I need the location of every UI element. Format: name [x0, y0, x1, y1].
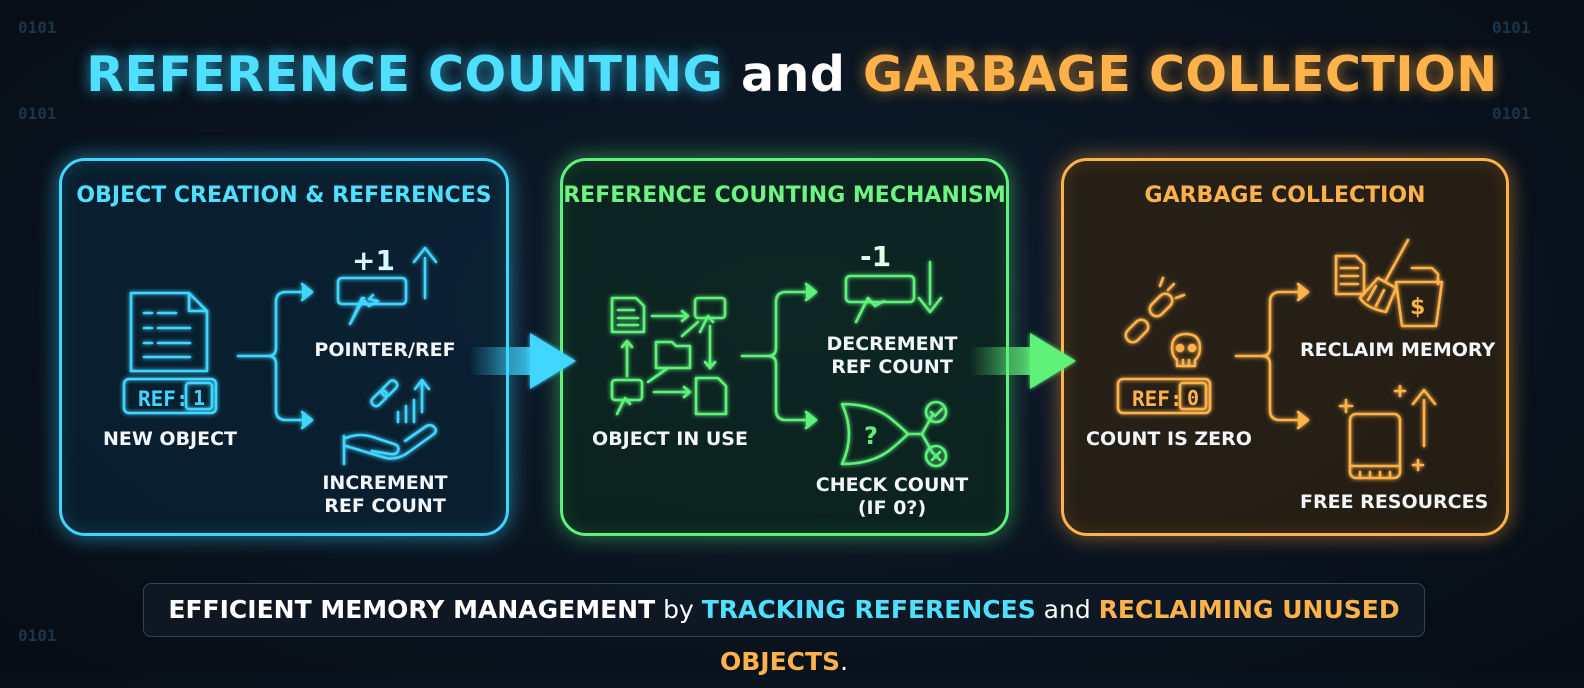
label-reclaim-memory: RECLAIM MEMORY	[1300, 339, 1496, 361]
label-line: DECREMENT	[826, 333, 958, 355]
ref-count-box	[1116, 377, 1212, 415]
label-line: (IF 0?)	[857, 497, 927, 519]
ref-count-value-box	[184, 381, 214, 411]
up-arrow-icon	[412, 246, 438, 300]
down-arrow-icon	[917, 260, 943, 314]
fork-connector	[1234, 282, 1310, 430]
label-check-count: CHECK COUNT (IF 0?)	[812, 474, 972, 520]
fork-connector	[740, 282, 818, 430]
flow-arrow-right	[970, 333, 1076, 389]
binary-decoration: 0101	[18, 104, 57, 123]
label-pointer-ref: POINTER/REF	[314, 339, 456, 361]
label-line: INCREMENT	[322, 472, 448, 494]
skull-icon	[1170, 332, 1202, 368]
label-increment-ref-count: INCREMENT REF COUNT	[310, 472, 460, 518]
decrement-label: -1	[860, 240, 891, 273]
ref-count-box	[122, 377, 218, 415]
dollar-sign: $	[1410, 295, 1425, 320]
label-line: REF COUNT	[324, 495, 446, 517]
broom-trash-icon	[1334, 238, 1444, 328]
label-object-in-use: OBJECT IN USE	[592, 428, 748, 450]
up-arrow-icon	[1411, 388, 1437, 448]
increment-label: +1	[352, 244, 395, 277]
fork-connector	[236, 282, 314, 430]
page-title: REFERENCE COUNTING and GARBAGE COLLECTIO…	[0, 46, 1584, 103]
object-graph-icon	[610, 296, 728, 416]
pointer-icon	[336, 276, 408, 326]
title-part-garbage-collection: GARBAGE COLLECTION	[863, 46, 1498, 103]
label-count-is-zero: COUNT IS ZERO	[1086, 428, 1252, 450]
binary-decoration: 0101	[18, 18, 57, 37]
panel-garbage-collection: GARBAGE COLLECTION	[1061, 158, 1509, 536]
ref-value: 1	[193, 386, 205, 410]
binary-decoration: 0101	[18, 626, 57, 645]
label-line: REF COUNT	[831, 356, 953, 378]
sparkle-icon	[1338, 384, 1425, 472]
label-line: CHECK COUNT	[815, 474, 969, 496]
hand-link-icon	[342, 378, 438, 466]
panel-reference-counting: REFERENCE COUNTING MECHANISM	[560, 158, 1009, 536]
ref-tag: REF:	[1132, 387, 1183, 411]
panel-title: OBJECT CREATION & REFERENCES	[76, 183, 492, 208]
panel-object-creation: OBJECT CREATION & REFERENCES	[59, 158, 509, 536]
footer-part: EFFICIENT MEMORY MANAGEMENT	[168, 595, 656, 624]
document-icon	[129, 291, 209, 373]
question-mark: ?	[864, 422, 878, 450]
panel-title: GARBAGE COLLECTION	[1144, 183, 1426, 208]
binary-decoration: 0101	[1492, 104, 1531, 123]
footer-part: by	[663, 595, 694, 624]
ref-tag: REF:	[138, 387, 189, 411]
flow-arrow-right	[470, 333, 576, 389]
broken-link-icon	[1124, 276, 1186, 344]
footer-part: and	[1043, 595, 1091, 624]
footer-part: TRACKING REFERENCES	[701, 595, 1036, 624]
ref-value: 0	[1187, 386, 1199, 410]
title-part-reference-counting: REFERENCE COUNTING	[86, 46, 724, 103]
footer-part: .	[840, 647, 849, 676]
logic-gate-icon	[840, 400, 948, 468]
label-new-object: NEW OBJECT	[102, 428, 238, 450]
footer-summary: EFFICIENT MEMORY MANAGEMENT by TRACKING …	[143, 583, 1425, 676]
label-decrement-ref-count: DECREMENT REF COUNT	[812, 333, 972, 379]
ref-count-value-box	[1178, 381, 1208, 411]
title-part-and: and	[740, 46, 846, 103]
label-free-resources: FREE RESOURCES	[1300, 491, 1489, 513]
pointer-icon	[844, 274, 916, 324]
panel-title: REFERENCE COUNTING MECHANISM	[563, 183, 1006, 208]
footer-part: RECLAIMING UNUSED OBJECTS	[719, 595, 1400, 676]
memory-chip-icon	[1348, 412, 1402, 480]
binary-decoration: 0101	[1492, 18, 1531, 37]
diagram-graphics: REF: 1 +1 -1 ? REF: 0 $	[122, 238, 1444, 480]
